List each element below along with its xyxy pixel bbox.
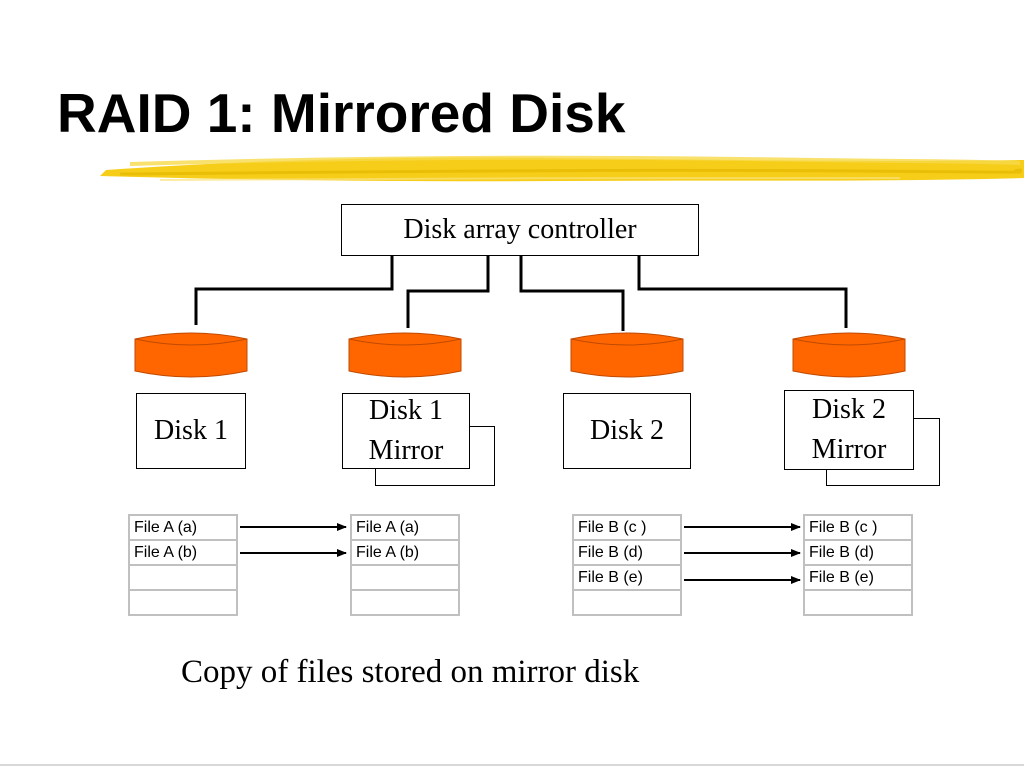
table-row: File A (a) [350, 514, 460, 541]
disk-1-mirror-label-box: Disk 1 Mirror [342, 393, 470, 469]
table-row: File A (b) [350, 539, 460, 566]
table-row: File B (c ) [803, 514, 913, 541]
disk-2-cylinder-icon [570, 332, 684, 378]
controller-label: Disk array controller [403, 214, 637, 245]
table-row [803, 589, 913, 616]
controller-connectors [194, 256, 848, 331]
disk-1-mirror-label-line2: Mirror [368, 435, 444, 466]
table-row: File B (e) [572, 564, 682, 591]
file-cell: File B (e) [572, 564, 682, 591]
file-cell: File B (d) [803, 539, 913, 566]
file-cell [350, 564, 460, 591]
table-row [128, 589, 238, 616]
table-row: File B (c ) [572, 514, 682, 541]
connector-disk2-mirror [637, 256, 848, 328]
table-row: File A (a) [128, 514, 238, 541]
table-row: File B (d) [572, 539, 682, 566]
disk-1-mirror-label-line1: Disk 1 [369, 395, 443, 426]
file-cell: File A (a) [350, 514, 460, 541]
file-cell [350, 589, 460, 616]
disk-2-mirror-label-line1: Disk 2 [812, 394, 886, 425]
table-row: File B (d) [803, 539, 913, 566]
table-row: File A (b) [128, 539, 238, 566]
file-cell [128, 589, 238, 616]
disk-2-mirror-label-box: Disk 2 Mirror [784, 390, 914, 470]
slide-title: RAID 1: Mirrored Disk [57, 82, 626, 144]
connector-disk1 [194, 256, 394, 325]
disk-1-label-box: Disk 1 [136, 393, 246, 469]
table-row [128, 564, 238, 591]
disk-2-label-box: Disk 2 [563, 393, 691, 469]
disk-1-mirror-file-table: File A (a) File A (b) [350, 514, 460, 616]
connector-disk1-mirror [406, 256, 490, 328]
disk-1-file-table: File A (a) File A (b) [128, 514, 238, 616]
disk-2-label: Disk 2 [590, 415, 664, 446]
file-cell: File A (b) [350, 539, 460, 566]
connector-disk2 [519, 256, 625, 331]
file-cell: File A (a) [128, 514, 238, 541]
table-row: File B (e) [803, 564, 913, 591]
file-cell: File B (c ) [572, 514, 682, 541]
disk-2-mirror-cylinder-icon [792, 332, 906, 378]
disk-1-mirror-cylinder-icon [348, 332, 462, 378]
disk-1-label: Disk 1 [154, 415, 228, 446]
slide-caption: Copy of files stored on mirror disk [181, 654, 640, 690]
title-highlight-stroke [100, 155, 1024, 182]
disk-array-controller: Disk array controller [341, 204, 699, 256]
mirror-arrows [240, 523, 801, 584]
table-row [350, 589, 460, 616]
disk-1-cylinder-icon [134, 332, 248, 378]
file-cell: File B (e) [803, 564, 913, 591]
file-cell [803, 589, 913, 616]
footer-divider [0, 764, 1024, 766]
disk-2-mirror-file-table: File B (c ) File B (d) File B (e) [803, 514, 913, 616]
file-cell: File B (c ) [803, 514, 913, 541]
disk-2-file-table: File B (c ) File B (d) File B (e) [572, 514, 682, 616]
file-cell: File B (d) [572, 539, 682, 566]
file-cell: File A (b) [128, 539, 238, 566]
file-cell [572, 589, 682, 616]
disk-2-mirror-label-line2: Mirror [811, 434, 887, 465]
file-cell [128, 564, 238, 591]
table-row [350, 564, 460, 591]
table-row [572, 589, 682, 616]
